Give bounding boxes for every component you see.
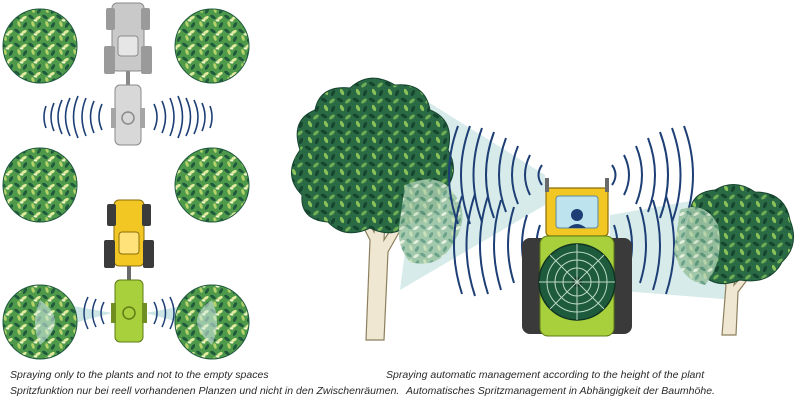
bush-bottom-left bbox=[2, 284, 78, 360]
sensor-waves-lower-left bbox=[453, 193, 541, 297]
tractor-top-view-yellow bbox=[104, 199, 154, 280]
sprayer-fan bbox=[538, 243, 616, 321]
sensor-waves-lower-right bbox=[613, 195, 675, 295]
caption-left-english: Spraying only to the plants and not to t… bbox=[10, 369, 269, 381]
sprayer-top-view-green bbox=[111, 279, 147, 343]
tractor-top-view-grey bbox=[104, 2, 152, 85]
sprayer-top-view-grey bbox=[111, 84, 145, 146]
short-tree-right bbox=[674, 184, 795, 336]
sensor-waves-green-left bbox=[83, 296, 105, 330]
sensor-waves-grey-right bbox=[153, 95, 213, 139]
rear-view-panel bbox=[291, 77, 795, 341]
sensor-waves-grey-left bbox=[43, 95, 103, 139]
bush-bottom-right bbox=[174, 284, 250, 360]
bush-mid-left bbox=[2, 147, 78, 223]
bush-top-left bbox=[2, 8, 78, 84]
caption-right-english: Spraying automatic management according … bbox=[386, 369, 705, 381]
caption-left-german: Spritzfunktion nur bei reell vorhandenen… bbox=[10, 385, 400, 397]
tall-tree-left bbox=[291, 77, 463, 341]
top-view-panel bbox=[2, 2, 250, 360]
sensor-waves-green-right bbox=[153, 296, 175, 330]
bush-mid-right bbox=[174, 147, 250, 223]
bush-top-right bbox=[174, 8, 250, 84]
caption-right-german: Automatisches Spritzmanagement in Abhäng… bbox=[406, 385, 715, 397]
sensor-waves-upper-left bbox=[448, 125, 543, 225]
driver-icon bbox=[571, 209, 583, 221]
